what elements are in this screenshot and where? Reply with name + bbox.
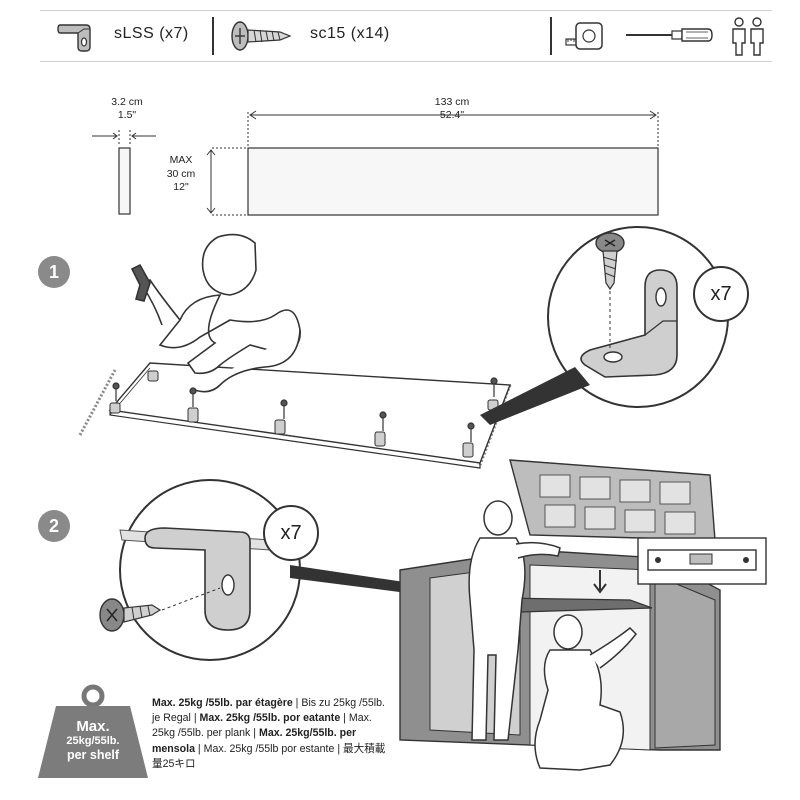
step-1-illustration [78,233,512,469]
divider [550,17,552,55]
step-2-detail-zoom [99,479,301,661]
parts-bar: sLSS (x7) sc15 (x14) [40,10,772,62]
load-text-fr: Max. 25kg /55lb. par étagère [152,697,293,709]
separator: | [334,742,344,755]
person-standing [468,500,561,741]
zoom-pointer [480,367,590,425]
step-1-quantity-badge: x7 [693,266,749,322]
thickness-imperial: 1.5" [117,109,137,121]
depth-imperial: 12" [173,181,189,193]
load-text-ja: 最大積載量25キロ [152,742,386,770]
step-1-number: 1 [48,261,59,282]
plank-top-view [247,147,659,216]
divider [212,17,214,55]
depth-max-label: MAX [169,154,193,166]
step-1-quantity: x7 [710,282,732,305]
separator: | [190,712,200,725]
step-2-number: 2 [48,515,59,536]
weight-icon [38,684,148,778]
step-1-badge: 1 [38,256,70,288]
plank-on-floor [108,362,511,464]
plank-dimension-diagram [92,110,659,216]
bracket-part-label: sLSS (x7) [114,25,189,42]
storage-shed-illustration [399,459,767,771]
load-capacity-text: Max. 25kg /55lb. par étagère | Bis zu 25… [152,696,392,772]
tape-measure-icon [565,22,603,50]
screw-icon [231,21,292,51]
thickness-dimension: 3.2 cm 1.5" [100,96,154,122]
load-text-en: Max. 25kg /55lb. per plank [152,712,372,740]
weight-max-label: Max. [76,718,110,735]
length-metric: 133 cm [434,96,470,108]
depth-dimension: MAX 30 cm 12" [156,154,206,195]
two-people-icon [732,17,764,56]
separator: | [194,742,204,755]
person-kneeling [534,614,637,771]
l-bracket-icon [57,24,91,52]
weight-label: Max. 25kg/55lb. per shelf [38,718,148,762]
plank-side-view [118,147,131,215]
depth-metric: 30 cm [166,167,196,180]
load-text-de: Bis zu 25kg /55lb. je Regal [152,697,385,725]
step-2-quantity: x7 [280,521,302,544]
separator: | [292,697,302,709]
screw-part-label: sc15 (x14) [310,25,390,42]
weight-unit-label: per shelf [66,748,120,762]
screwdriver-icon [626,28,713,42]
load-text-it: Max. 25kg /55lb. por eatante [199,712,341,725]
separator: | [340,712,349,725]
weight-value: 25kg/55lb. [66,735,120,747]
load-text-es: Max. 25kg/55lb. per mensola [152,727,357,755]
person-with-drill [130,233,301,393]
separator: | [250,727,259,740]
step-2-badge: 2 [38,510,70,542]
thickness-metric: 3.2 cm [111,96,143,108]
step-2-quantity-badge: x7 [263,505,319,561]
step-1-detail-zoom [547,226,729,408]
load-text-pt: Max. 25kg /55lb por estante [203,742,335,755]
